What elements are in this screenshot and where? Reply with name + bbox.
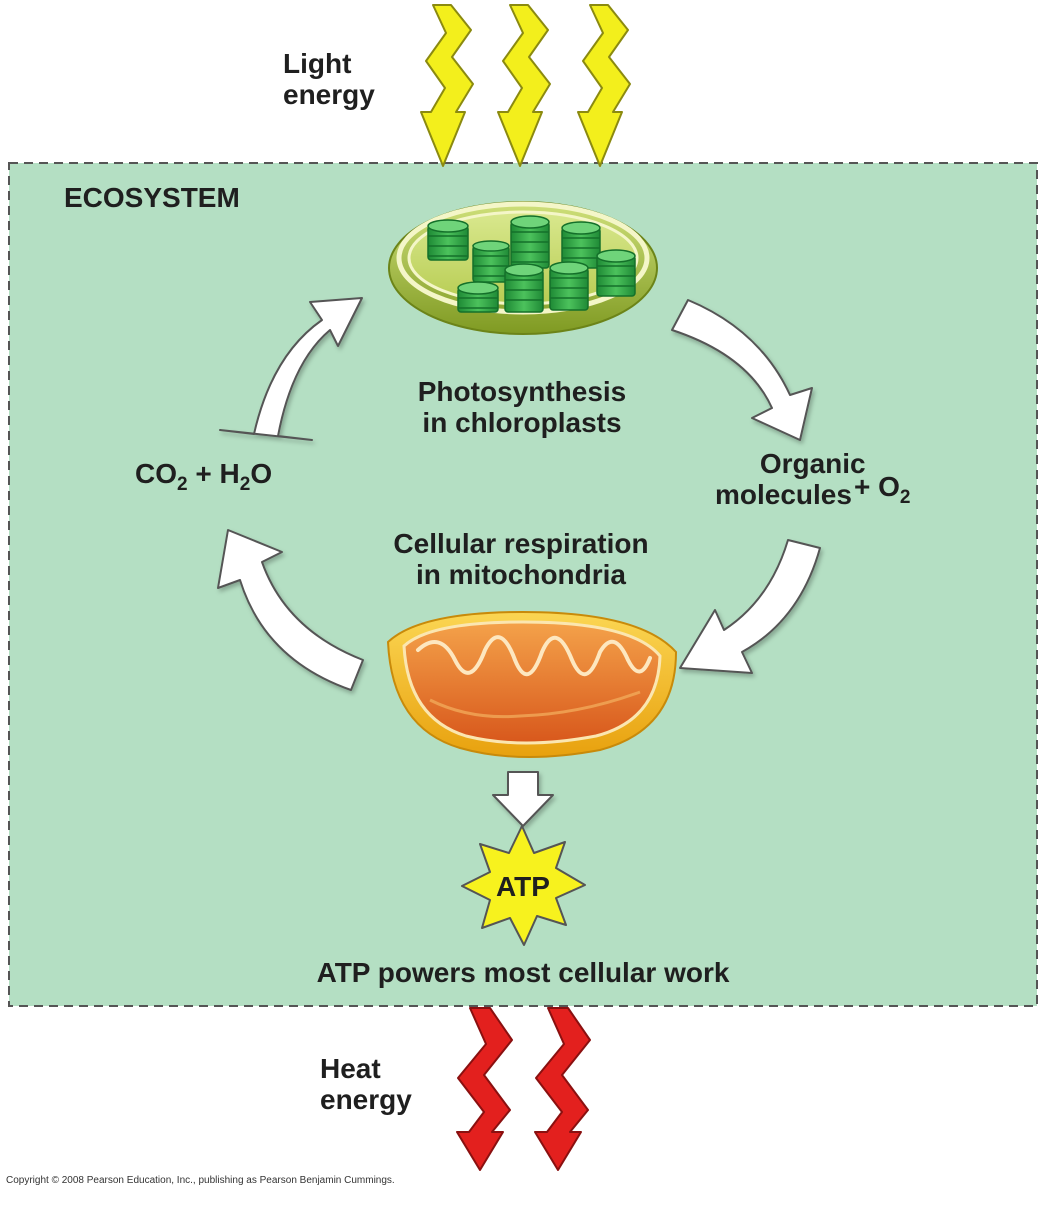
light-bolt-2 [497, 4, 551, 167]
h2o-subscript: 2 [239, 474, 251, 495]
organic-line2: molecules [715, 479, 852, 511]
light-bolt-1 [420, 4, 474, 167]
respiration-line2: in mitochondria [416, 559, 626, 591]
arrow-to-atp [492, 771, 554, 827]
arrow-to-co2-h2o [217, 529, 364, 691]
heat-label-line2: energy [320, 1084, 412, 1116]
chloroplast-illustration [388, 201, 658, 335]
h2o-o-text: O [250, 458, 273, 489]
ecosystem-title: ECOSYSTEM [64, 182, 240, 213]
mitochondrion-illustration [386, 610, 678, 758]
organic-line1: Organic [759, 448, 866, 479]
plus-sign: + [187, 458, 220, 489]
photosynthesis-line1: Photosynthesis [417, 376, 627, 407]
organic-molecules-label: Organic molecules+ O2 [715, 448, 910, 511]
photosynthesis-label: Photosynthesis in chloroplasts [418, 376, 626, 439]
cycle-arrows [217, 297, 821, 827]
atp-caption: ATP powers most cellular work [316, 957, 730, 988]
h2o-h-text: H [219, 458, 240, 489]
co2-h2o-label: CO2 + H2O [135, 458, 273, 495]
copyright-notice: Copyright © 2008 Pearson Education, Inc.… [6, 1175, 395, 1186]
light-energy-label: Light energy [283, 48, 375, 111]
arrow-to-organic-molecules [671, 299, 813, 441]
heat-label-line1: Heat [320, 1053, 381, 1084]
heat-energy-label: Heat energy [320, 1053, 412, 1116]
respiration-label: Cellular respiration in mitochondria [393, 528, 648, 591]
photosynthesis-line2: in chloroplasts [422, 407, 622, 439]
light-energy-bolts [420, 4, 631, 167]
atp-starburst [461, 825, 586, 946]
light-label-line2: energy [283, 79, 375, 111]
arrow-to-mitochondrion [679, 539, 821, 674]
organic-line2-row: molecules+ O2 [715, 471, 911, 511]
respiration-line1: Cellular respiration [393, 528, 649, 559]
co2-subscript: 2 [177, 474, 188, 495]
co2-text: CO [135, 458, 177, 489]
light-label-line1: Light [283, 48, 352, 79]
heat-bolt-2 [534, 1007, 591, 1171]
heat-bolt-1 [456, 1007, 513, 1171]
atp-label: ATP [496, 871, 550, 902]
grana [427, 215, 636, 313]
arrow-to-chloroplast [219, 297, 363, 441]
plus-o2-text: + O [853, 471, 900, 503]
light-bolt-3 [577, 4, 631, 167]
o2-subscript: 2 [899, 487, 911, 509]
heat-energy-bolts [456, 1007, 591, 1171]
